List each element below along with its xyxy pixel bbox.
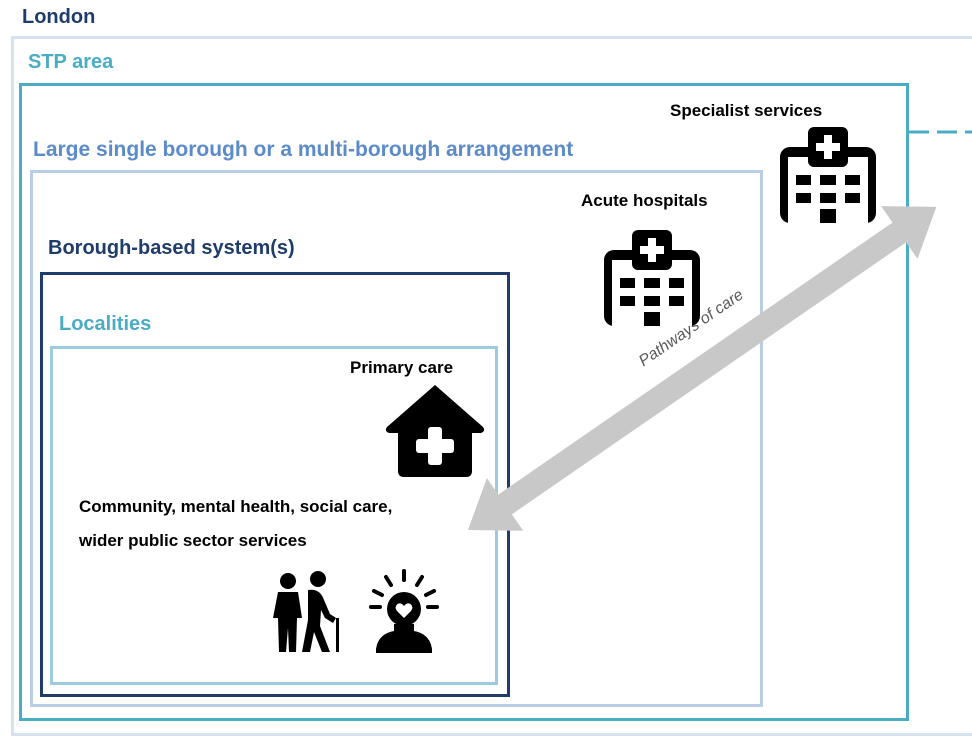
large-borough-title: Large single borough or a multi-borough … (33, 138, 574, 161)
stp-area-title: STP area (28, 51, 114, 73)
mental-health-icon (369, 569, 439, 653)
large-borough-boundary (30, 170, 763, 707)
pathways-arrow (468, 206, 937, 531)
primary-care-label: Primary care (350, 358, 454, 377)
elderly-people-icon (273, 571, 339, 652)
community-services-line2: wider public sector services (79, 531, 307, 550)
borough-system-title: Borough-based system(s) (48, 237, 295, 259)
localities-title: Localities (59, 313, 152, 335)
house-medical-icon (385, 385, 485, 477)
london-title: London (22, 6, 96, 28)
hospital-icon (604, 230, 700, 326)
specialist-services-label: Specialist services (670, 101, 823, 120)
dashed-connector (909, 130, 972, 134)
acute-hospitals-label: Acute hospitals (581, 191, 708, 210)
hospital-icon (780, 127, 876, 223)
borough-system-boundary (40, 272, 510, 697)
community-services-line1: Community, mental health, social care, (79, 497, 393, 516)
stp-area-boundary (19, 83, 909, 721)
